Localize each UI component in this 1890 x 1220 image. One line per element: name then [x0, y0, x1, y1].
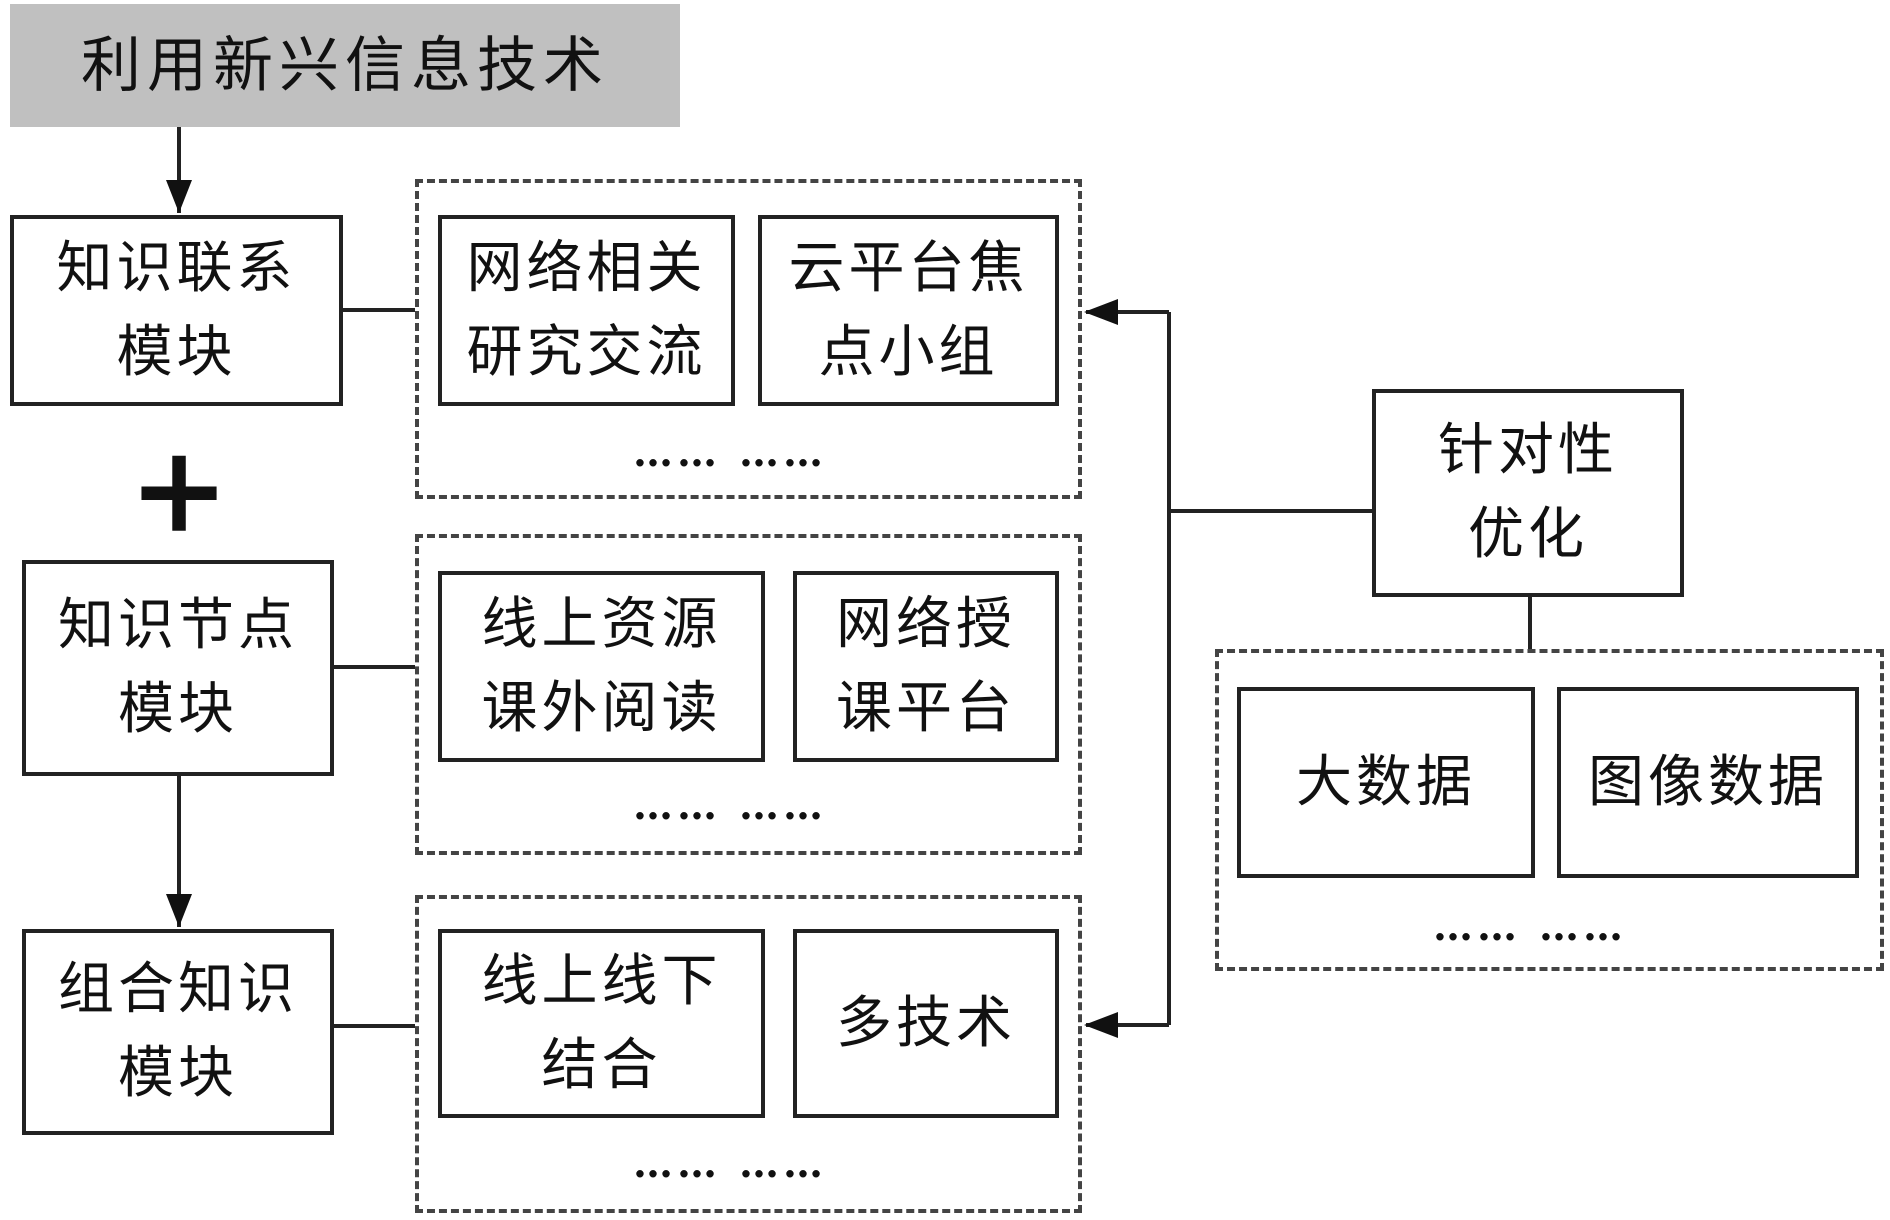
data-group-container: [1215, 649, 1884, 971]
optimization-label: 优化: [1468, 502, 1588, 567]
data-group-item: 大数据: [1237, 687, 1535, 878]
item-label: 多技术: [836, 990, 1016, 1056]
module-label: 知识节点: [58, 593, 298, 658]
group-3-item: 线上线下 结合: [438, 929, 765, 1118]
group-3-item: 多技术: [793, 929, 1059, 1118]
plus-icon: +: [128, 419, 230, 560]
group-2-item: 线上资源 课外阅读: [438, 571, 765, 762]
group-2-container: [415, 534, 1082, 855]
group-3-ellipsis: …… ……: [633, 1140, 827, 1187]
group-1-ellipsis: …… ……: [633, 429, 827, 476]
data-group-item: 图像数据: [1557, 687, 1859, 878]
module-label: 模块: [118, 677, 238, 742]
group-3-container: [415, 895, 1082, 1213]
item-label: 线上资源: [481, 591, 722, 657]
item-label: 云平台焦: [788, 235, 1029, 301]
top-technology-box: 利用新兴信息技术: [10, 4, 680, 127]
item-label: 课外阅读: [481, 675, 722, 741]
module-combined-knowledge: 组合知识 模块: [22, 929, 334, 1135]
arrowhead-down-icon: [166, 180, 192, 213]
optimization-label: 针对性: [1438, 418, 1618, 483]
arrowhead-down-icon: [166, 894, 192, 927]
data-group-ellipsis: …… ……: [1433, 903, 1627, 950]
item-label: 点小组: [818, 319, 999, 385]
item-label: 课平台: [836, 675, 1016, 741]
module-label: 模块: [118, 1041, 238, 1106]
group-1-container: [415, 179, 1082, 499]
targeted-optimization-box: 针对性 优化: [1372, 389, 1684, 597]
arrowhead-left-icon: [1084, 1012, 1118, 1038]
item-label: 结合: [541, 1032, 662, 1098]
item-label: 研究交流: [466, 319, 707, 385]
item-label: 网络相关: [466, 235, 707, 301]
group-1-item: 云平台焦 点小组: [758, 215, 1059, 406]
item-label: 图像数据: [1588, 749, 1828, 815]
module-knowledge-link: 知识联系 模块: [10, 215, 343, 406]
item-label: 大数据: [1296, 749, 1476, 815]
module-label: 组合知识: [58, 957, 298, 1022]
arrowhead-left-icon: [1084, 299, 1118, 325]
group-2-ellipsis: …… ……: [633, 782, 827, 829]
group-2-item: 网络授 课平台: [793, 571, 1059, 762]
top-technology-label: 利用新兴信息技术: [81, 30, 609, 101]
module-knowledge-node: 知识节点 模块: [22, 560, 334, 776]
module-label: 模块: [116, 319, 237, 385]
item-label: 网络授: [836, 591, 1016, 657]
item-label: 线上线下: [481, 948, 722, 1014]
module-label: 知识联系: [56, 235, 297, 301]
group-1-item: 网络相关 研究交流: [438, 215, 735, 406]
